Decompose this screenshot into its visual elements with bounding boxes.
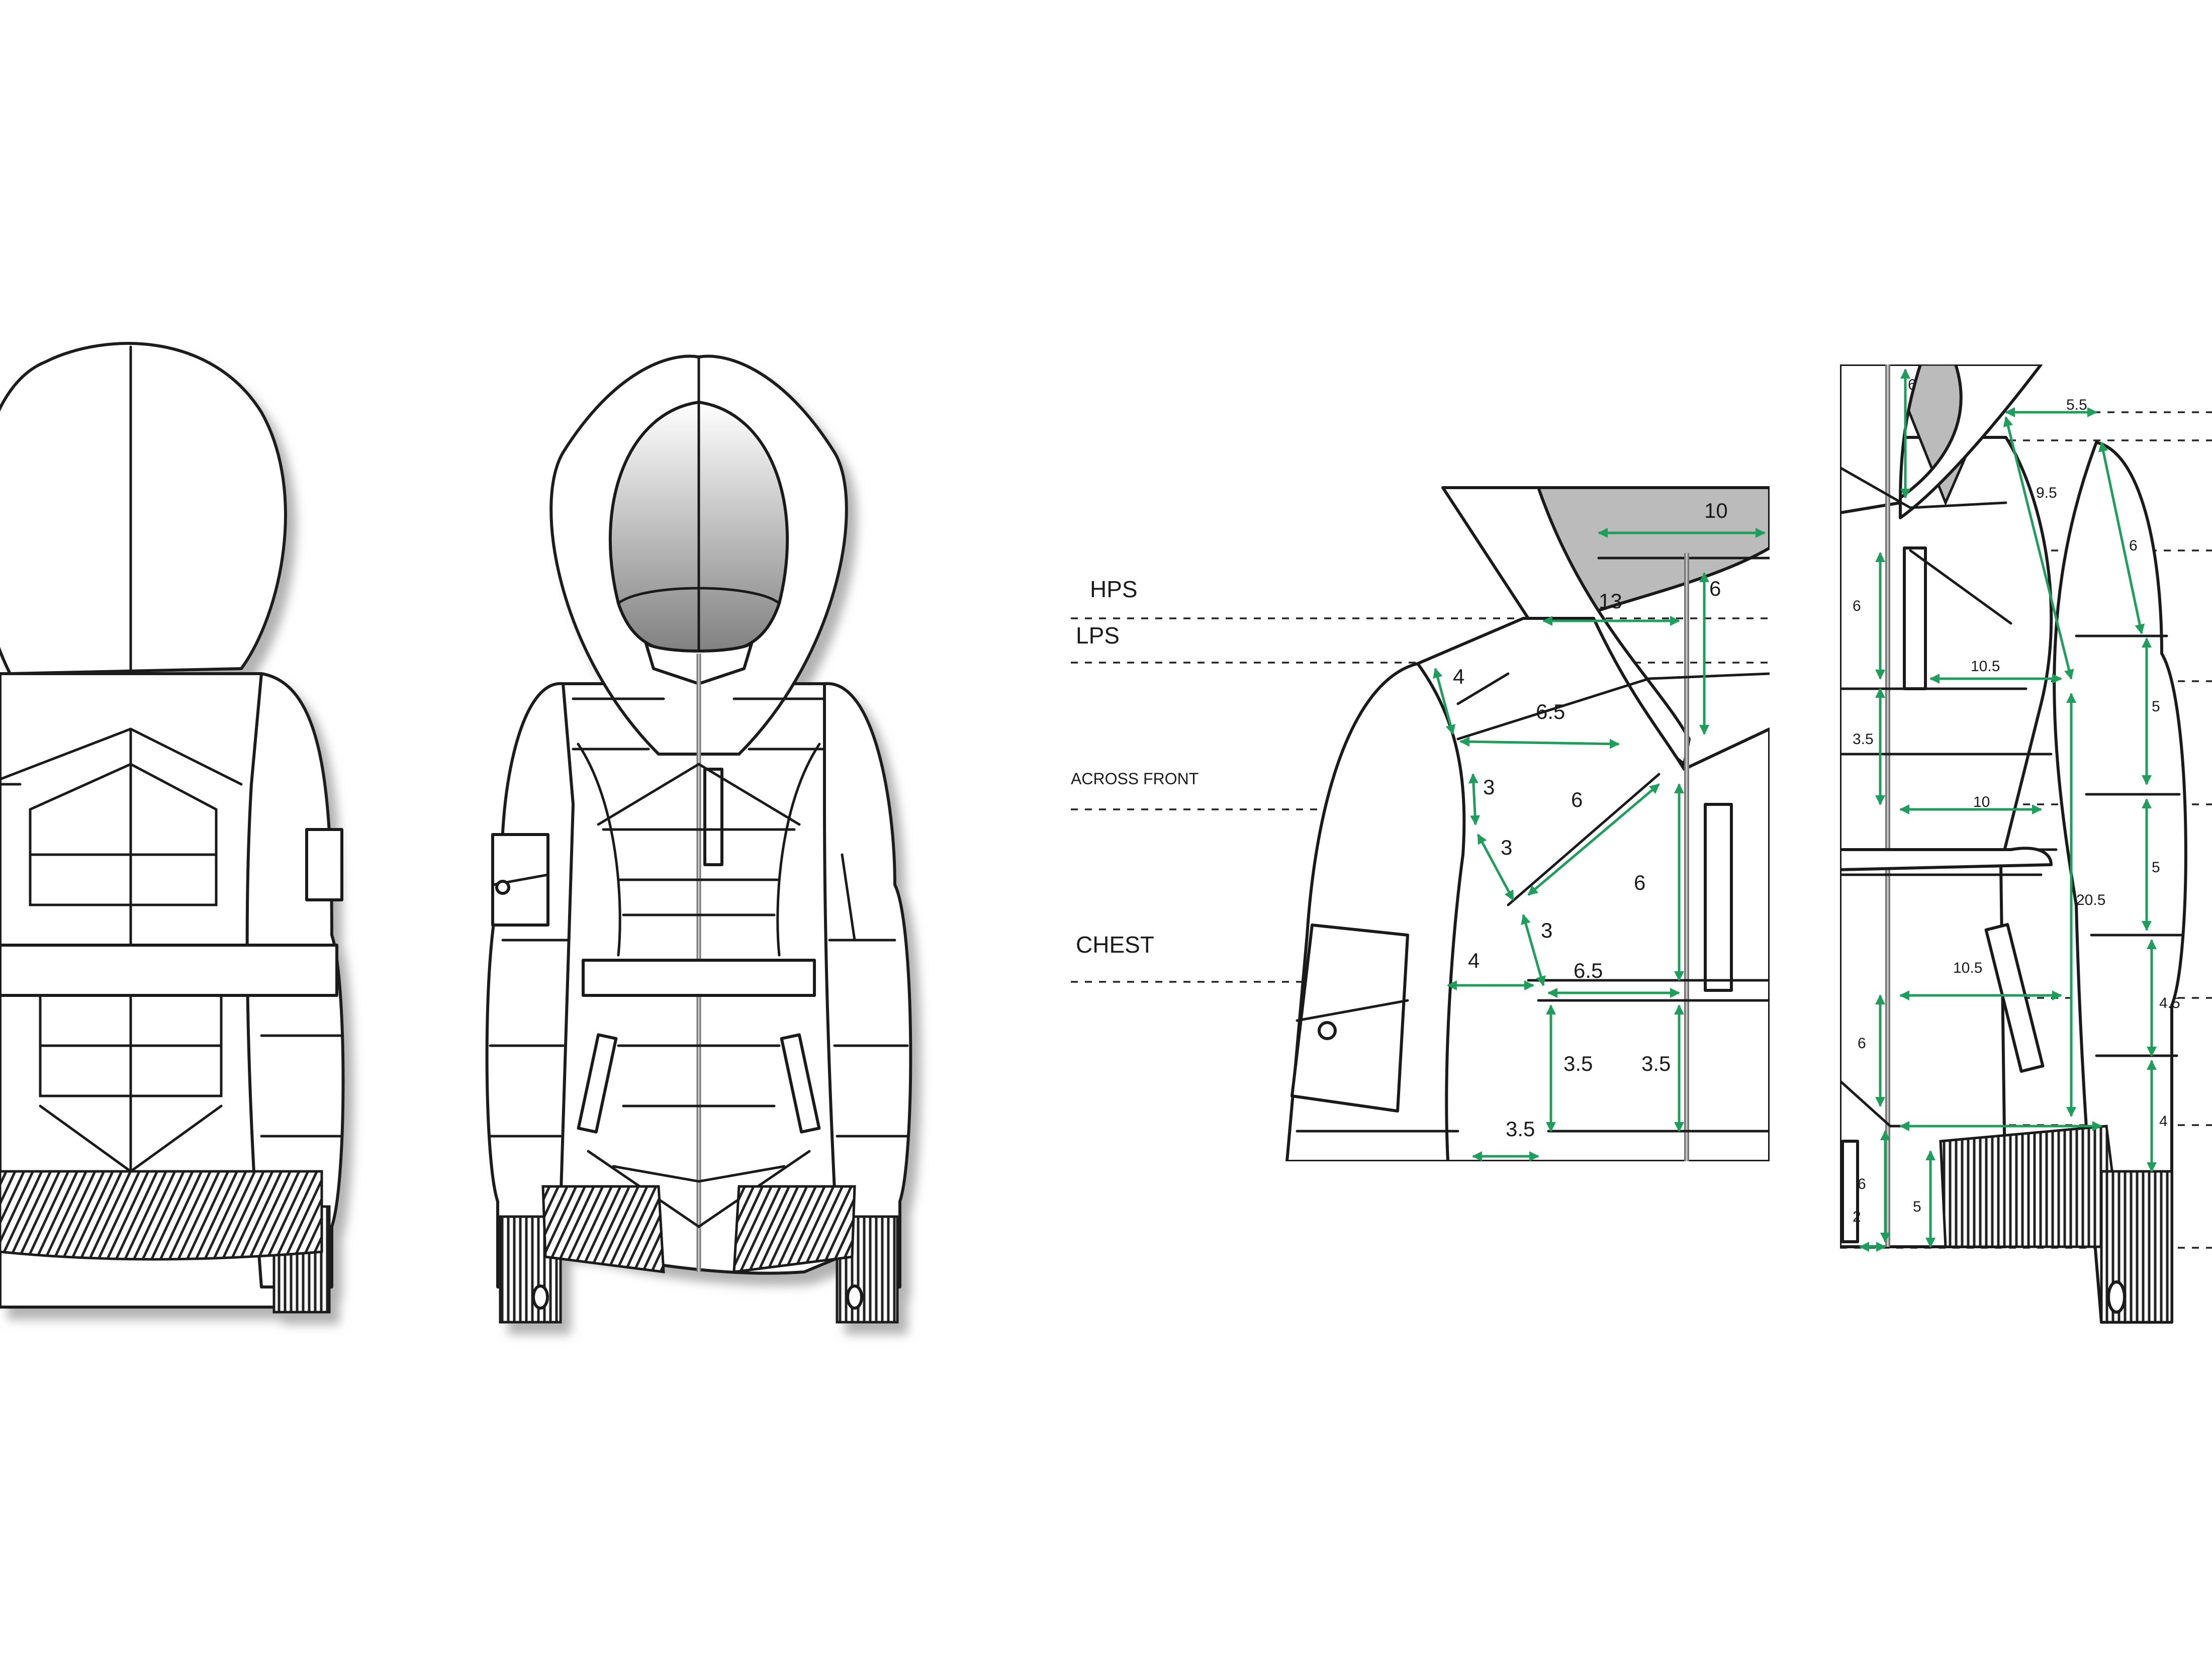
svg-text:3: 3 [1541, 918, 1552, 942]
front-right-hem-rib [732, 1185, 856, 1273]
svg-text:5: 5 [1913, 1199, 1921, 1215]
svg-text:3.5: 3.5 [1563, 1052, 1593, 1075]
svg-text:6: 6 [1908, 377, 1916, 393]
svg-text:6: 6 [1858, 1035, 1866, 1052]
svg-text:10.5: 10.5 [1971, 658, 2000, 675]
svg-text:5: 5 [2152, 698, 2160, 715]
chest-label: CHEST [1076, 932, 1154, 958]
front-sleeve-pocket [491, 833, 549, 927]
back-hood [0, 342, 287, 675]
back-hem-rib [0, 1170, 323, 1261]
svg-text:20.5: 20.5 [2076, 892, 2105, 908]
front-belt [582, 959, 816, 997]
svg-text:10: 10 [1704, 499, 1728, 522]
svg-text:4: 4 [1453, 665, 1464, 688]
front-measurement-detail: HPS LPS ACROSS FRONT CHEST [1071, 486, 1770, 1161]
svg-text:5: 5 [2152, 859, 2160, 876]
svg-text:9.5: 9.5 [2036, 485, 2057, 501]
svg-text:6: 6 [1634, 871, 1645, 894]
side-measurement-detail: 6 5.5 9.5 6 6 10.5 5 3.5 10 5 20.5 10.5 … [1840, 364, 2212, 1324]
svg-text:6: 6 [1571, 788, 1583, 811]
svg-text:6.5: 6.5 [1536, 700, 1565, 723]
front-left-welt-pocket [577, 1033, 618, 1134]
hps-label: HPS [1090, 576, 1138, 602]
svg-text:6: 6 [1709, 577, 1721, 600]
svg-text:3.5: 3.5 [1506, 1117, 1535, 1141]
back-view-jacket [0, 342, 345, 1314]
svg-text:5.5: 5.5 [2066, 397, 2087, 413]
svg-text:4: 4 [1468, 949, 1480, 972]
front-chest-pocket [703, 768, 723, 866]
svg-text:4.5: 4.5 [2159, 995, 2180, 1011]
svg-text:10.5: 10.5 [1953, 960, 1982, 976]
svg-text:3: 3 [1501, 836, 1512, 859]
svg-text:3.5: 3.5 [1641, 1052, 1671, 1075]
svg-text:6: 6 [1858, 1176, 1866, 1192]
svg-text:13: 13 [1599, 589, 1622, 613]
svg-text:6: 6 [2129, 537, 2138, 554]
back-view-seams [0, 345, 343, 1173]
front-view-details [489, 355, 909, 1310]
front-left-hem-rib [541, 1185, 665, 1273]
lps-label: LPS [1076, 622, 1120, 649]
front-right-welt-pocket [780, 1033, 821, 1134]
across-front-label: ACROSS FRONT [1071, 770, 1199, 788]
svg-text:2: 2 [1853, 1209, 1861, 1225]
svg-text:3.5: 3.5 [1853, 731, 1874, 748]
svg-text:10: 10 [1973, 794, 1990, 810]
svg-text:3: 3 [1483, 775, 1495, 799]
svg-text:6.5: 6.5 [1574, 959, 1603, 982]
svg-text:4: 4 [2159, 1113, 2168, 1130]
svg-text:6: 6 [1853, 598, 1861, 614]
